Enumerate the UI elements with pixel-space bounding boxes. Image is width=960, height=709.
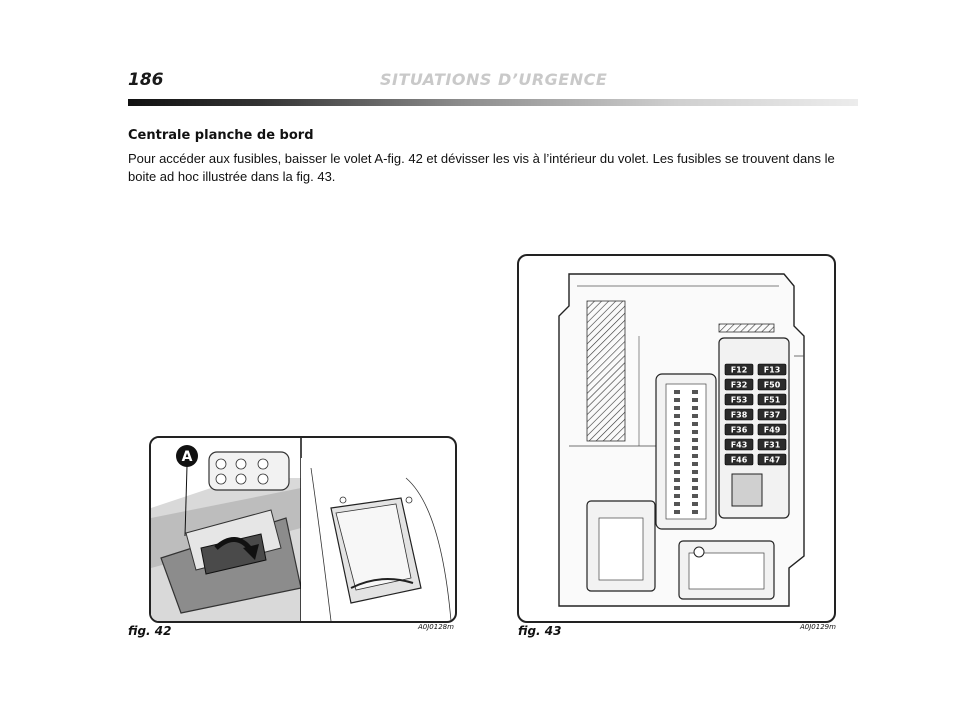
figure-42-code: A0J0128m: [418, 623, 454, 631]
fuse-F36: F36: [724, 423, 754, 436]
fuse-F50: F50: [757, 378, 787, 391]
connector-pin: [674, 494, 680, 498]
connector-pin: [692, 510, 698, 514]
connector-pin: [674, 406, 680, 410]
connector-pin: [692, 390, 698, 394]
fuse-label: F32: [731, 381, 748, 390]
figure-42-caption: fig. 42: [128, 624, 172, 638]
connector-pin: [674, 414, 680, 418]
connector-pin: [674, 454, 680, 458]
body-paragraph: Pour accéder aux fusibles, baisser le vo…: [128, 151, 835, 184]
connector-pin: [692, 478, 698, 482]
fuse-F32: F32: [724, 378, 754, 391]
fuse-label: F43: [731, 441, 748, 450]
fuse-F12: F12: [724, 363, 754, 376]
connector-pin: [674, 462, 680, 466]
figure-43-code: A0J0129m: [800, 623, 836, 631]
fuse-F37: F37: [757, 408, 787, 421]
connector-pin: [674, 438, 680, 442]
fuse-label: F47: [764, 456, 781, 465]
connector-pin: [692, 470, 698, 474]
connector-pin: [692, 446, 698, 450]
fuse-F31: F31: [757, 438, 787, 451]
fuse-label: F36: [731, 426, 748, 435]
fuse-label: F49: [764, 426, 781, 435]
fuse-F49: F49: [757, 423, 787, 436]
connector-pin: [674, 430, 680, 434]
connector-pin: [674, 398, 680, 402]
connector-pin: [692, 494, 698, 498]
subheading: Centrale planche de bord: [128, 128, 314, 143]
connector-pin: [674, 510, 680, 514]
page-number: 186: [128, 70, 164, 90]
connector-pin: [692, 454, 698, 458]
fuse-F46: F46: [724, 453, 754, 466]
fuse-F53: F53: [724, 393, 754, 406]
fuse-F13: F13: [757, 363, 787, 376]
connector-pin: [692, 502, 698, 506]
callout-a-label: A: [182, 449, 193, 465]
figure-43-caption: fig. 43: [518, 624, 562, 638]
fuse-F38: F38: [724, 408, 754, 421]
fuse-label: F50: [764, 381, 781, 390]
fuse-label: F38: [731, 411, 748, 420]
connector-pin: [674, 478, 680, 482]
connector-pin: [674, 486, 680, 490]
fuse-label: F31: [764, 441, 781, 450]
connector-pin: [674, 470, 680, 474]
fuse-label: F12: [731, 366, 748, 375]
connector-pin: [692, 486, 698, 490]
connector-pin: [674, 422, 680, 426]
connector-pin: [674, 446, 680, 450]
connector-pin: [692, 414, 698, 418]
connector-pin: [674, 390, 680, 394]
header-rule: [128, 99, 858, 106]
connector-pin: [692, 422, 698, 426]
fuse-label: F37: [764, 411, 781, 420]
connector-pin: [692, 406, 698, 410]
connector-pin: [692, 430, 698, 434]
connector-pin: [692, 398, 698, 402]
fuse-label: F46: [731, 456, 748, 465]
connector-pin: [692, 462, 698, 466]
fuse-label: F53: [731, 396, 748, 405]
fuse-F51: F51: [757, 393, 787, 406]
section-title: SITUATIONS D’URGENCE: [380, 70, 608, 89]
fuse-F43: F43: [724, 438, 754, 451]
connector-pin: [692, 438, 698, 442]
fuse-label: F51: [764, 396, 781, 405]
connector-pin: [674, 502, 680, 506]
fuse-label: F13: [764, 366, 781, 375]
fuse-F47: F47: [757, 453, 787, 466]
figure-42-illustration: A: [149, 436, 457, 623]
